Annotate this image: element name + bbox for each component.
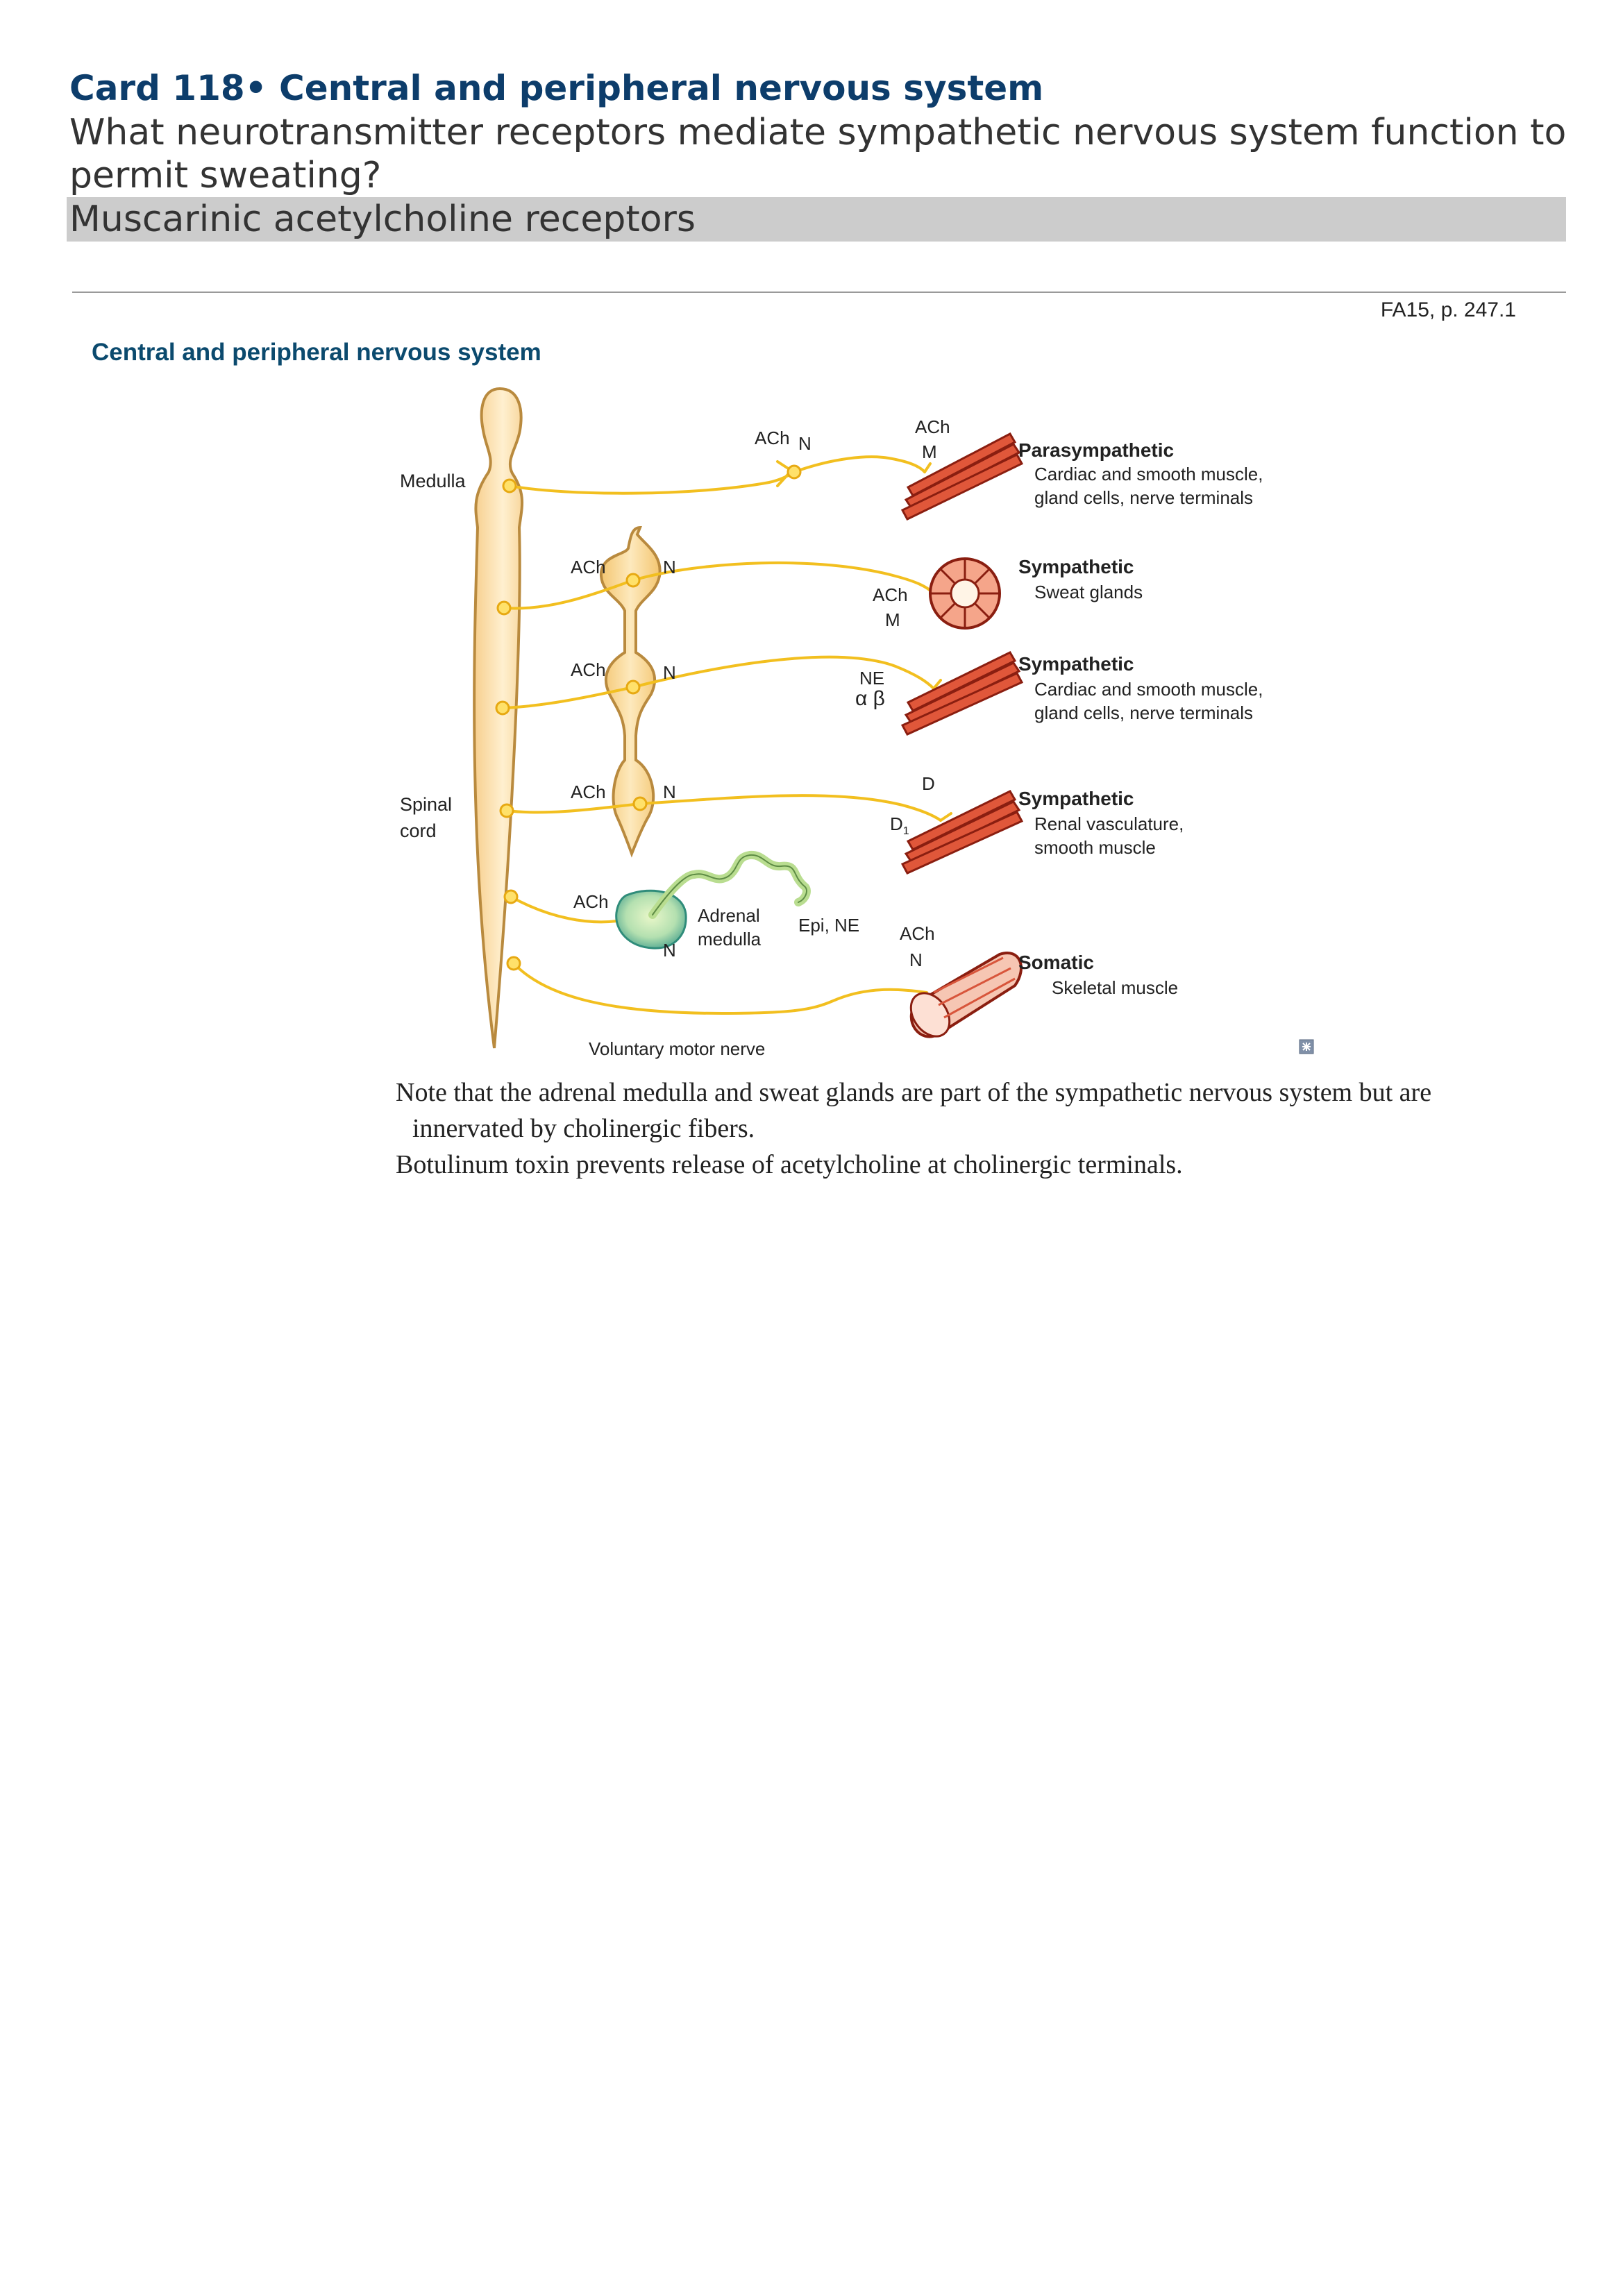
pathway-4-target: Renal vasculature, smooth muscle <box>1034 813 1189 858</box>
nerve-fiber-6-somatic <box>512 962 928 1015</box>
pathway-2-system: Sympathetic <box>1018 556 1134 577</box>
pathway-4-receptor-sub: 1 <box>903 825 909 837</box>
neuron-body-cord-5 <box>506 956 521 971</box>
pathway-2-pre-receptor: N <box>663 557 676 577</box>
pathway-4-target-line-2: smooth muscle <box>1034 837 1156 858</box>
pathway-4-post-receptor: D1 <box>890 813 909 837</box>
pathway-1-post-receptor: M <box>922 441 937 462</box>
pathway-4-pre-nt: ACh <box>571 782 606 802</box>
pathway-6-system: Somatic <box>1018 952 1094 973</box>
reference-label: FA15, p. 247.1 <box>1380 298 1516 321</box>
pathway-1-target-line-1: Cardiac and smooth muscle, <box>1034 464 1263 484</box>
pathway-6-post-receptor: N <box>909 949 923 970</box>
neuron-body-cord-2 <box>495 700 510 716</box>
adrenal-medulla-label: Adrenal medulla <box>698 905 765 949</box>
pathway-1-target-line-2: gland cells, nerve terminals <box>1034 487 1253 508</box>
pathway-3-system: Sympathetic <box>1018 653 1134 675</box>
nerve-fiber-3-pre <box>501 686 634 709</box>
smooth-muscle-target-1 <box>900 432 1024 521</box>
voluntary-motor-nerve-label: Voluntary motor nerve <box>589 1038 765 1059</box>
spinal-cord-label-line-2: cord <box>400 820 437 841</box>
pathway-5-pre-nt: ACh <box>573 891 609 912</box>
pathway-3-pre-nt: ACh <box>571 659 606 680</box>
adrenal-label-line-2: medulla <box>698 929 762 949</box>
pathway-3-pre-receptor: N <box>663 662 676 683</box>
adrenal-label-line-1: Adrenal <box>698 905 760 926</box>
neuron-body-medulla <box>502 478 517 493</box>
pathway-6-target: Skeletal muscle <box>1052 977 1178 998</box>
pathway-5-pre-receptor: N <box>663 940 676 961</box>
nerve-fiber-5-pre <box>510 895 628 924</box>
nerve-fiber-2-pre <box>503 579 634 610</box>
pathway-3-post-receptor: α β <box>855 687 885 710</box>
pathway-1-post-nt: ACh <box>915 416 950 437</box>
divider <box>72 292 1566 293</box>
neuron-body-cord-3 <box>499 803 514 818</box>
ganglion-neuron-3 <box>625 679 641 695</box>
smooth-muscle-target-3 <box>900 651 1024 736</box>
skeletal-muscle-target <box>909 952 1023 1038</box>
adrenal-output-label: Epi, NE <box>798 915 859 936</box>
pathway-4-pre-receptor: N <box>663 782 676 802</box>
medulla-label: Medulla <box>400 471 466 491</box>
expand-icon[interactable] <box>1299 1039 1314 1054</box>
pathway-4-system: Sympathetic <box>1018 788 1134 809</box>
pathway-4-receptor-main: D <box>890 813 903 834</box>
pathway-1-target: Cardiac and smooth muscle, gland cells, … <box>1034 464 1268 508</box>
neuron-body-cord-1 <box>496 600 512 616</box>
ganglion-neuron-1 <box>787 464 802 480</box>
pathway-4-post-nt: D <box>922 773 935 794</box>
pathway-1-pre-receptor: N <box>798 433 812 454</box>
pathway-3-target-line-2: gland cells, nerve terminals <box>1034 702 1253 723</box>
pathway-3-target-line-1: Cardiac and smooth muscle, <box>1034 679 1263 700</box>
sweat-gland-target <box>929 557 1001 630</box>
note-2: Botulinum toxin prevents release of acet… <box>396 1150 1183 1179</box>
nervous-system-diagram: Medulla Spinal cord ACh N ACh M Parasympa… <box>400 387 1314 1059</box>
spinal-cord-shape <box>473 387 523 1049</box>
section-title: Central and peripheral nervous system <box>92 339 541 366</box>
smooth-muscle-target-4 <box>900 790 1024 875</box>
notes-block: Note that the adrenal medulla and sweat … <box>396 1074 1506 1183</box>
spinal-cord-label-line-1: Spinal <box>400 794 452 815</box>
pathway-2-target: Sweat glands <box>1034 582 1143 602</box>
nerve-fiber-4-post <box>639 794 942 822</box>
nerve-fiber-1-post <box>793 455 926 473</box>
spinal-cord-label: Spinal cord <box>400 794 452 841</box>
nerve-fiber-3-post <box>632 655 935 690</box>
nerve-fiber-1-pre <box>508 469 800 495</box>
pathway-1-pre-nt: ACh <box>755 428 790 448</box>
neuron-body-cord-4 <box>503 889 519 904</box>
nerve-fiber-2-post <box>632 561 935 595</box>
pathway-2-pre-nt: ACh <box>571 557 606 577</box>
pathway-4-target-line-1: Renal vasculature, <box>1034 813 1184 834</box>
answer-text: Muscarinic acetylcholine receptors <box>67 197 1566 242</box>
adrenal-medulla-shape <box>615 889 687 949</box>
pathway-2-post-nt: ACh <box>873 584 908 605</box>
ganglion-neuron-2 <box>625 573 641 588</box>
note-1: Note that the adrenal medulla and sweat … <box>396 1078 1432 1143</box>
pathway-3-post-nt: NE <box>859 668 884 689</box>
card-title: Card 118• Central and peripheral nervous… <box>69 68 1044 108</box>
pathway-2-post-receptor: M <box>885 609 900 630</box>
pathway-6-post-nt: ACh <box>900 923 935 944</box>
ganglion-neuron-4 <box>632 796 648 811</box>
question-text: What neurotransmitter receptors mediate … <box>69 112 1567 196</box>
pathway-3-target: Cardiac and smooth muscle, gland cells, … <box>1034 679 1268 723</box>
nerve-fiber-4-pre <box>505 802 641 814</box>
pathway-1-system: Parasympathetic <box>1018 439 1174 461</box>
